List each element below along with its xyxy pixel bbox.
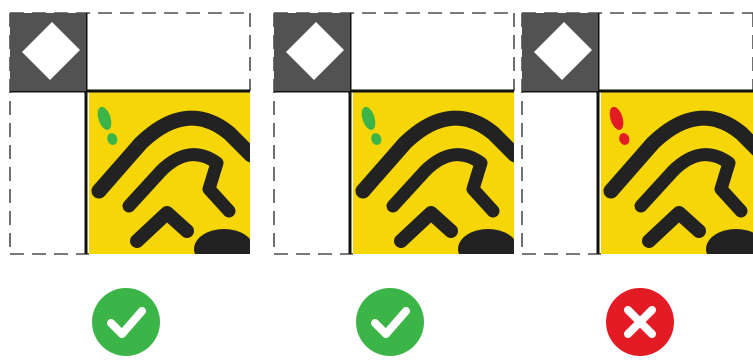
arrow-blob [194, 229, 254, 269]
panel-2 [274, 13, 518, 269]
result-badge [356, 288, 424, 356]
panel-1 [10, 13, 254, 269]
check-icon [92, 288, 160, 356]
arrow-blob [458, 229, 518, 269]
panel-3 [522, 13, 753, 269]
cross-icon [606, 288, 674, 356]
result-badge [92, 288, 160, 356]
check-icon [356, 288, 424, 356]
